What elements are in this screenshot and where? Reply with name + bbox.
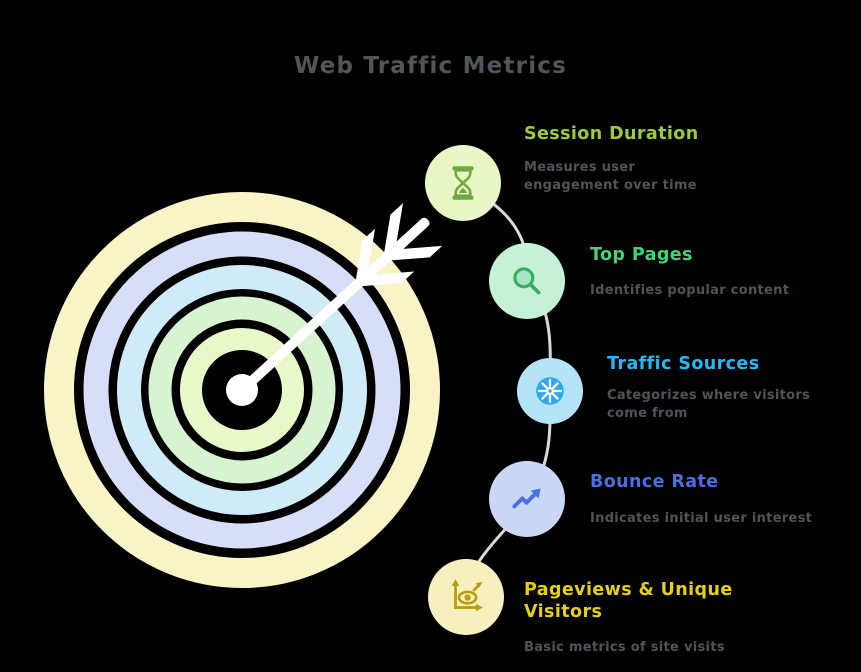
eye-chart-icon	[451, 579, 483, 612]
metric-bubble-bounce-rate	[489, 461, 565, 537]
target-ring-outer-yellow	[44, 192, 440, 588]
metric-description-session-duration: Measures user engagement over time	[524, 160, 697, 194]
arrow-fletching	[383, 203, 404, 255]
metric-bubble-session-duration	[425, 145, 501, 221]
trend-arrow-icon	[512, 488, 541, 509]
target-ring-green	[148, 296, 336, 484]
page-title: Web Traffic Metrics	[293, 53, 567, 79]
metric-bubble-pageviews	[428, 559, 504, 635]
magnifier-icon	[513, 267, 541, 295]
metric-label-top-pages: Top Pages	[590, 245, 693, 265]
compass-icon	[536, 377, 564, 405]
arrow-fletching	[355, 228, 376, 281]
hourglass-icon	[452, 166, 474, 200]
metric-label-bounce-rate: Bounce Rate	[590, 472, 719, 492]
metric-description-traffic-sources: Categorizes where visitors come from	[607, 388, 811, 422]
metric-bubble-traffic-sources	[517, 358, 583, 424]
metric-label-traffic-sources: Traffic Sources	[607, 354, 760, 374]
metric-bubble-top-pages	[489, 243, 565, 319]
arrow-shaft	[238, 217, 430, 394]
target-ring-inner-yellowgreen	[180, 328, 304, 452]
metric-description-bounce-rate: Indicates initial user interest	[590, 511, 813, 526]
metric-label-session-duration: Session Duration	[524, 124, 699, 144]
dartboard-target	[44, 192, 440, 588]
arrow-fletching	[361, 271, 415, 287]
arrow-fletching	[389, 245, 443, 261]
metric-label-pageviews: Pageviews & Unique Visitors	[524, 580, 733, 622]
metric-description-pageviews: Basic metrics of site visits	[524, 640, 725, 655]
arrow	[238, 203, 443, 394]
target-ring-lightblue	[117, 265, 367, 515]
target-ring-blue	[83, 231, 401, 549]
metric-description-top-pages: Identifies popular content	[590, 283, 790, 298]
